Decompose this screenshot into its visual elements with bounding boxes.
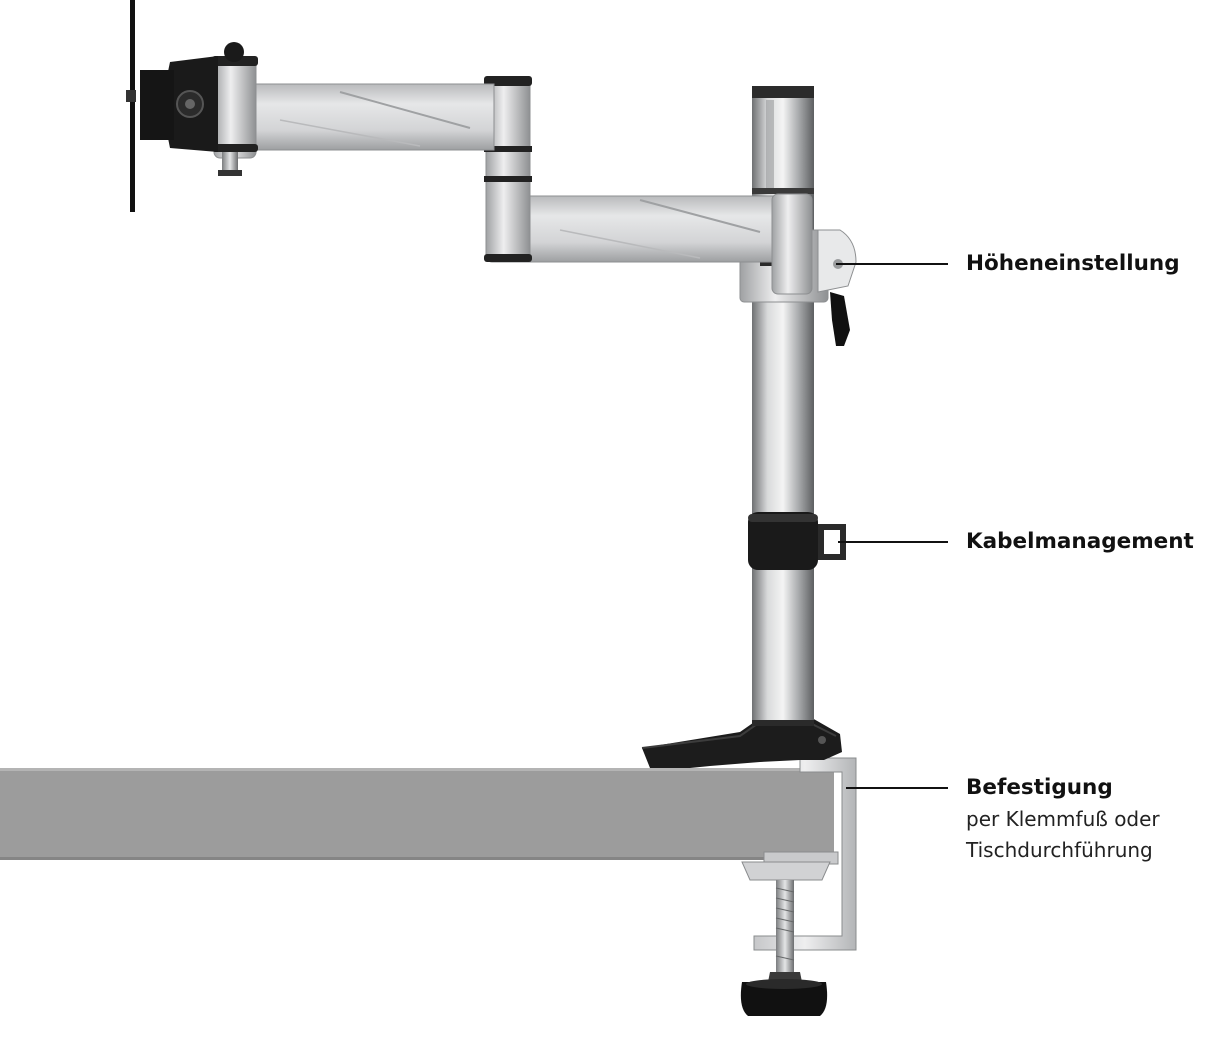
vertical-pole: [752, 86, 814, 720]
callout-mounting: Befestigung per Klemmfuß oder Tischdurch…: [966, 772, 1160, 866]
monitor-head: [126, 0, 258, 212]
callout-height-adjustment: Höheneinstellung: [966, 248, 1180, 280]
callout-mounting-line2: Tischdurchführung: [966, 838, 1153, 862]
callout-cable-management-title: Kabelmanagement: [966, 529, 1194, 554]
lower-arm: [511, 193, 813, 295]
desk-clamp: [740, 757, 857, 1016]
callout-height-adjustment-title: Höheneinstellung: [966, 251, 1180, 276]
elbow-joint: [484, 76, 532, 263]
upper-arm: [235, 83, 495, 151]
cable-management-clip: [748, 512, 846, 570]
desk-top: [0, 768, 834, 860]
pole-base: [641, 716, 842, 768]
callout-mounting-title: Befestigung: [966, 775, 1113, 800]
callout-mounting-line1: per Klemmfuß oder: [966, 807, 1160, 831]
callout-cable-management: Kabelmanagement: [966, 526, 1194, 558]
